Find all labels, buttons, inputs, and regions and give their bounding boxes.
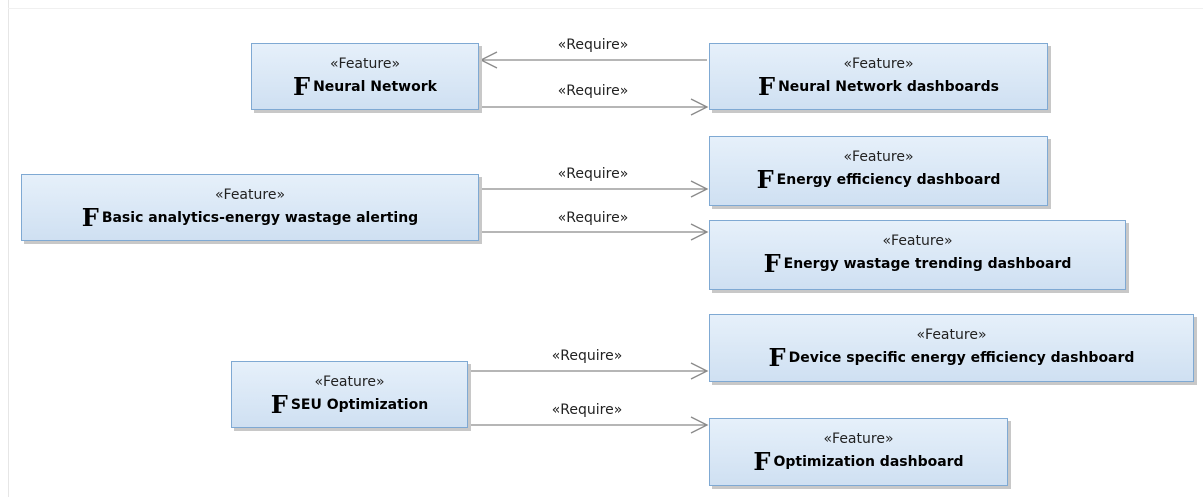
feature-name: Device specific energy efficiency dashbo… — [788, 350, 1135, 366]
edge-label: «Require» — [557, 37, 629, 53]
feature-icon: F — [768, 343, 786, 372]
canvas-top-border — [8, 8, 1203, 9]
feature-icon: F — [756, 165, 774, 194]
feature-name: Energy efficiency dashboard — [776, 172, 1001, 188]
edge-arrowhead-1 — [690, 98, 709, 116]
stereotype-label: «Feature» — [329, 56, 401, 72]
feature-name: Energy wastage trending dashboard — [783, 256, 1072, 272]
edge-label: «Require» — [557, 83, 629, 99]
feature-icon: F — [758, 72, 776, 101]
feature-name: Neural Network — [313, 79, 437, 95]
feature-name: SEU Optimization — [290, 397, 429, 413]
canvas-left-border — [8, 0, 9, 497]
stereotype-label: «Feature» — [843, 149, 914, 165]
feature-name: Neural Network dashboards — [778, 79, 999, 95]
feature-icon: F — [81, 203, 99, 232]
stereotype-label: «Feature» — [823, 431, 894, 447]
edge-label: «Require» — [557, 210, 629, 226]
feature-icon: F — [753, 447, 771, 476]
feature-icon: F — [270, 390, 288, 419]
stereotype-label: «Feature» — [882, 233, 953, 249]
stereotype-label: «Feature» — [314, 374, 385, 390]
stereotype-label: «Feature» — [916, 327, 987, 343]
feature-icon: F — [293, 72, 311, 101]
edge-arrowhead-0 — [479, 51, 498, 69]
feature-name: Optimization dashboard — [773, 454, 964, 470]
edge-arrowhead-3 — [690, 223, 709, 241]
feature-icon: F — [763, 249, 781, 278]
stereotype-label: «Feature» — [214, 187, 286, 203]
feature-name: Basic analytics-energy wastage alerting — [101, 210, 419, 226]
edge-label: «Require» — [551, 348, 623, 364]
edge-arrowhead-4 — [690, 362, 709, 380]
edge-arrowhead-2 — [690, 180, 709, 198]
edge-label: «Require» — [557, 166, 629, 182]
edge-label: «Require» — [551, 402, 623, 418]
edge-arrowhead-5 — [690, 416, 709, 434]
stereotype-label: «Feature» — [843, 56, 914, 72]
